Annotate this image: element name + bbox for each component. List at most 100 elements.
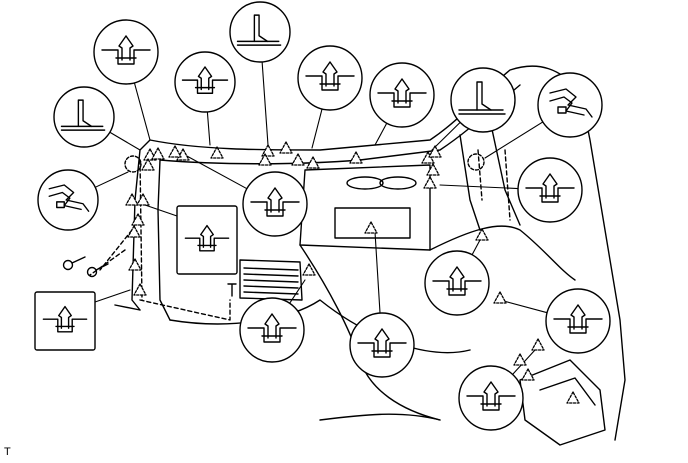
clip-marker-icon	[349, 151, 363, 164]
clip-marker-icon	[423, 176, 437, 189]
clip-marker-icon	[128, 258, 142, 271]
detail-circle	[369, 62, 435, 128]
hidden-clip-ring-right	[467, 153, 485, 171]
detail-callout	[93, 19, 159, 85]
callout-leader	[261, 61, 269, 146]
bracket-hook	[56, 201, 65, 209]
bracket-inner	[48, 191, 82, 211]
detail-circle	[517, 157, 583, 223]
clip-head	[483, 381, 499, 407]
panel-section	[305, 75, 355, 91]
detail-callout	[424, 250, 490, 316]
clip-marker-icon	[136, 193, 150, 206]
callout-leader	[289, 279, 306, 304]
detail-circle	[450, 67, 516, 133]
bracket-profile	[549, 88, 593, 118]
callout-leader	[374, 231, 381, 314]
detail-callout	[174, 51, 236, 113]
bracket-profile	[48, 184, 90, 212]
clip-head	[449, 266, 465, 292]
clip-marker-icon	[364, 221, 378, 234]
clip-marker-icon	[566, 391, 580, 404]
detail-callout	[37, 169, 99, 231]
panel-section	[466, 395, 516, 411]
clip-head	[264, 313, 280, 339]
callout-leader	[471, 239, 481, 256]
clip-marker-icon	[421, 151, 435, 164]
clip-marker-icon	[168, 145, 182, 158]
clip-head	[118, 35, 134, 61]
detail-callout	[349, 312, 415, 378]
retainer-tab	[77, 99, 93, 128]
callout-leader	[109, 131, 141, 151]
callout-leader	[144, 204, 178, 217]
clip-marker-icon	[141, 158, 155, 171]
callout-leader	[374, 122, 388, 146]
detail-box	[34, 291, 96, 351]
clip-head	[200, 224, 214, 248]
detail-circle	[297, 45, 363, 111]
clip-marker-icon	[513, 353, 527, 366]
detail-circle	[458, 365, 524, 431]
clip-marker-group	[125, 141, 580, 404]
clip-head	[570, 304, 586, 330]
clip-marker-icon	[210, 146, 224, 159]
clip-marker-icon	[428, 145, 442, 158]
detail-callout	[242, 171, 308, 237]
panel-section	[101, 49, 151, 65]
clip-marker-icon	[426, 163, 440, 176]
clip-marker-icon	[521, 368, 535, 381]
panel-section	[181, 79, 229, 94]
clip-marker-icon	[125, 193, 139, 206]
callout-leader-lines	[94, 61, 548, 375]
corner-mark: T	[4, 446, 11, 458]
clip-marker-icon	[133, 283, 147, 296]
clip-marker-icon	[131, 213, 145, 226]
detail-circle	[424, 250, 490, 316]
trim-edge	[60, 125, 106, 131]
detail-callout	[450, 67, 516, 133]
detail-circle	[545, 288, 611, 354]
callout-leader	[499, 299, 548, 314]
detail-callout	[239, 297, 305, 363]
retainer-tab	[476, 81, 492, 111]
callout-leader	[206, 111, 211, 146]
callout-leader	[439, 184, 519, 190]
panel-section	[432, 280, 482, 296]
clip-marker-icon	[127, 225, 141, 238]
callout-leader	[133, 82, 151, 141]
clip-marker-icon	[291, 153, 305, 166]
callout-leader	[94, 171, 129, 188]
detail-circle	[349, 312, 415, 378]
callout-leader	[431, 121, 461, 151]
panel-section	[357, 342, 407, 358]
clip-head	[197, 66, 213, 91]
clip-head	[58, 305, 72, 329]
clip-marker-icon	[306, 156, 320, 169]
clip-marker-icon	[531, 338, 545, 351]
clip-marker-icon	[475, 228, 489, 241]
clip-head	[542, 173, 558, 199]
panel-section	[184, 237, 230, 252]
detail-callout	[176, 205, 238, 275]
trim-edge	[236, 40, 282, 46]
detail-callout	[369, 62, 435, 128]
trim-edge	[458, 109, 506, 115]
detail-circle	[229, 1, 291, 63]
detail-callout	[537, 72, 603, 138]
callout-leader	[94, 289, 131, 303]
callout-leader	[484, 121, 544, 159]
bracket-hook	[557, 106, 567, 114]
panel-section	[553, 318, 603, 334]
clip-head	[267, 187, 283, 213]
panel-section	[42, 318, 88, 333]
detail-circle	[174, 51, 236, 113]
detail-callout	[297, 45, 363, 111]
detail-callout	[53, 86, 115, 148]
clip-head	[394, 78, 410, 104]
clip-head	[374, 328, 390, 354]
clip-marker-icon	[151, 147, 165, 160]
panel-section	[250, 201, 300, 217]
callout-leader	[184, 154, 248, 190]
